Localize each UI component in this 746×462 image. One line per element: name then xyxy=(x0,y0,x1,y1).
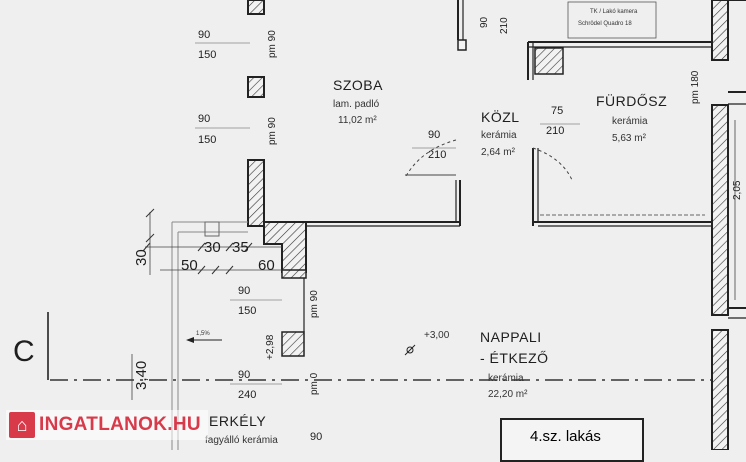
slope-arrowhead xyxy=(186,337,194,343)
door-swing xyxy=(532,147,573,181)
dim-door-szoba-w: 90 xyxy=(428,129,441,141)
wall-post xyxy=(247,76,265,98)
level-marker xyxy=(406,346,414,354)
wall-stub xyxy=(457,39,467,51)
room-floor-szoba: lam. padló xyxy=(333,99,380,110)
floor-plan-drawing xyxy=(47,0,746,450)
dim-door-erkely-h: 240 xyxy=(238,389,257,401)
room-name-furdo: FÜRDŐSZ xyxy=(596,93,668,109)
room-name-kozl: KÖZL xyxy=(481,109,520,125)
column-box xyxy=(204,221,220,237)
dim-tick xyxy=(197,242,206,252)
dim-door-furdo-h: 210 xyxy=(546,125,565,137)
dim-30-vertical: 30 xyxy=(133,249,150,266)
dim-door-furdo-w: 75 xyxy=(551,105,564,117)
room-area-kozl: 2,64 m² xyxy=(481,147,515,158)
room-name-erkely: ERKÉLY xyxy=(209,413,267,429)
wall-post xyxy=(281,269,307,279)
dim-pm180: pm 180 xyxy=(690,70,701,104)
dim-window-1-pm: pm 90 xyxy=(267,30,278,58)
dim-window-3-h: 150 xyxy=(238,305,257,317)
dim-30: 30 xyxy=(204,239,221,256)
apartment-label: 4.sz. lakás xyxy=(530,428,601,445)
room-name-szoba: SZOBA xyxy=(333,77,383,93)
right-wall xyxy=(711,329,729,450)
dim-tick xyxy=(197,265,206,275)
dim-35: 35 xyxy=(232,239,249,256)
dim-door-top-h: 210 xyxy=(499,17,510,34)
wall-post xyxy=(247,0,265,15)
dim-door-erkely-pm: pm 0 xyxy=(309,372,320,395)
room-name-nappali: NAPPALI xyxy=(480,329,542,345)
dim-door-top-w: 90 xyxy=(479,16,490,28)
section-letter: C xyxy=(13,335,35,368)
wall-segment xyxy=(247,159,265,227)
slope-label: 1,5% xyxy=(196,331,210,337)
dim-tick xyxy=(225,242,234,252)
dim-window-3-w: 90 xyxy=(238,285,251,297)
stamp-line-2: Schrödel Quadro 18 xyxy=(578,21,632,27)
room-floor-kozl: kerámia xyxy=(481,130,517,141)
level-marker-line xyxy=(404,344,416,356)
dim-tick xyxy=(225,265,234,275)
dim-window-2-pm: pm 90 xyxy=(267,117,278,145)
room-name-etkezo: - ÉTKEZŐ xyxy=(480,350,549,366)
dim-right: 2,05 xyxy=(732,180,743,200)
room-floor-nappali: kerámia xyxy=(488,373,524,384)
dim-340: 3,40 xyxy=(133,360,150,390)
wall-post xyxy=(281,331,305,357)
room-area-nappali: 22,20 m² xyxy=(488,389,528,400)
room-floor-erkely: fagyálló kerámia xyxy=(205,435,278,446)
dim-tick xyxy=(142,242,151,252)
dim-window-2-w: 90 xyxy=(198,113,211,125)
dim-window-3-pm: pm 90 xyxy=(309,290,320,318)
door-swing xyxy=(404,139,457,179)
dim-door-erkely-w: 90 xyxy=(238,369,251,381)
dim-door-szoba-h: 210 xyxy=(428,149,447,161)
room-area-furdo: 5,63 m² xyxy=(612,133,646,144)
room-floor-furdo: kerámia xyxy=(612,116,648,127)
apartment-label-box: 4.sz. lakás xyxy=(500,418,644,462)
watermark: ⌂ INGATLANOK.HU xyxy=(6,410,208,440)
dim-tick xyxy=(211,265,220,275)
shaft xyxy=(534,47,564,75)
level-nappali: +3,00 xyxy=(424,330,450,341)
house-logo-icon: ⌂ xyxy=(9,412,35,438)
level-erkely: +2,98 xyxy=(265,334,276,360)
dim-window-1-w: 90 xyxy=(198,29,211,41)
watermark-text: INGATLANOK.HU xyxy=(39,414,201,435)
stamp-line-1: TK / Lakó kamera xyxy=(590,9,638,15)
floor-plan: SZOBA lam. padló 11,02 m² KÖZL kerámia 2… xyxy=(6,0,746,462)
dim-tick xyxy=(244,242,253,252)
dim-window-1-h: 150 xyxy=(198,49,217,61)
dim-50: 50 xyxy=(181,257,198,274)
dim-60: 60 xyxy=(258,257,275,274)
stamp-box xyxy=(567,1,657,39)
dim-window-2-h: 150 xyxy=(198,134,217,146)
dim-bottom-90: 90 xyxy=(310,431,323,443)
dim-tick xyxy=(145,208,155,218)
room-area-szoba: 11,02 m² xyxy=(338,115,377,126)
right-wall xyxy=(711,104,729,316)
dim-tick xyxy=(145,233,155,243)
right-wall xyxy=(711,0,729,61)
